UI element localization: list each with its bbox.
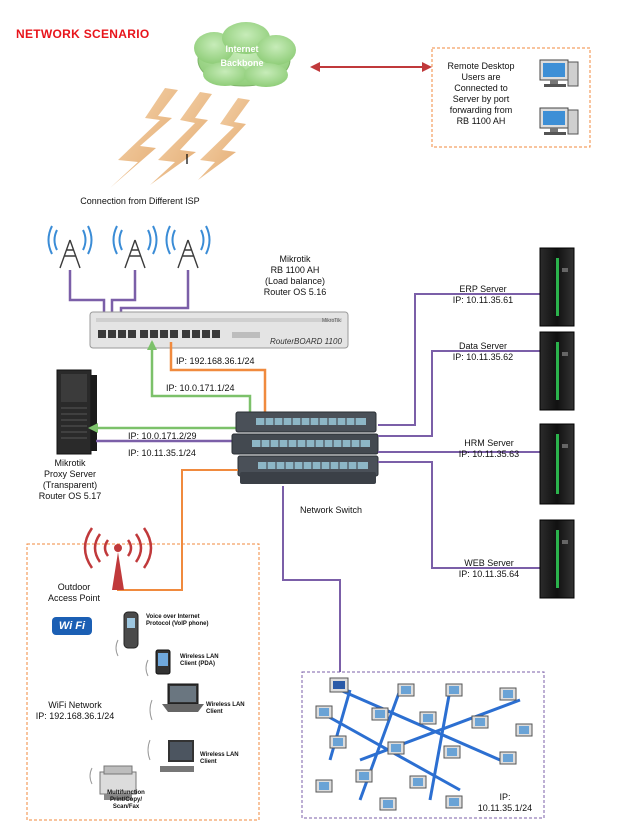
- lan-link: [282, 486, 341, 672]
- router-rb1100: [89, 311, 349, 349]
- remote-desktop-label: Remote Desktop Users are Connected to Se…: [436, 61, 526, 127]
- voip-line: Protocol (VoIP phone): [146, 621, 209, 627]
- router-label: Mikrotik RB 1100 AH (Load balance) Route…: [240, 254, 350, 298]
- proxy-line-1: Mikrotik: [54, 458, 86, 468]
- erp-server-icon: [539, 247, 575, 327]
- router-line-4: Router OS 5.16: [263, 287, 327, 297]
- isp-tower-icon: [47, 225, 93, 269]
- proxy-line-4: Router OS 5.17: [38, 491, 102, 501]
- router-lan-link: [169, 342, 267, 412]
- laptop-line: Client: [206, 709, 223, 715]
- proxy-label: Mikrotik Proxy Server (Transparent) Rout…: [20, 458, 120, 502]
- router-proxy-link: [150, 342, 252, 412]
- mfp-line: Print/Copy/: [109, 797, 142, 803]
- pda-label: Wireless LAN Client (PDA): [180, 654, 219, 668]
- desktop-line: Wireless LAN: [200, 752, 239, 758]
- web-server-label: WEB Server IP: 10.11.35.64: [446, 558, 532, 580]
- data-server-icon: [539, 331, 575, 411]
- proxy-server-icon: [56, 369, 97, 455]
- pda-line: Client (PDA): [180, 661, 215, 667]
- router-link-ip: IP: 10.0.171.1/24: [166, 383, 235, 393]
- lan-line-2: 10.11.35.1/24: [477, 803, 533, 813]
- server-ip: IP: 10.11.35.64: [458, 569, 520, 579]
- router-line-2: RB 1100 AH: [270, 265, 320, 275]
- lan-line-1: IP:: [499, 792, 511, 802]
- voip-phone-icon: [115, 611, 139, 657]
- ap-line-1: Outdoor: [57, 582, 91, 592]
- desktop-client-label: Wireless LAN Client: [200, 752, 239, 766]
- multifunction-printer-icon: [89, 765, 137, 800]
- diagram-title: NETWORK SCENARIO: [16, 27, 150, 41]
- laptop-label: Wireless LAN Client: [206, 702, 245, 716]
- remote-monitor-icon: [539, 107, 579, 135]
- voip-label: Voice over Internet Protocol (VoIP phone…: [146, 614, 208, 628]
- laptop-icon: [149, 683, 204, 721]
- server-name: HRM Server: [464, 438, 514, 448]
- mfp-line: Multifunction: [107, 790, 145, 796]
- internet-backbone-label: Internet Backbone: [206, 42, 278, 70]
- wifi-net-line-2: IP: 192.168.36.1/24: [35, 711, 115, 721]
- router-line-3: (Load balance): [264, 276, 326, 286]
- network-switch-icon: [231, 411, 379, 484]
- router-lan-ip: IP: 192.168.36.1/24: [176, 356, 255, 366]
- hrm-server-icon: [539, 423, 575, 505]
- mfp-label: Multifunction Print/Copy/ Scan/Fax: [96, 790, 156, 811]
- remote-desktop-box: [431, 47, 591, 148]
- isp-lightning-bolts: [110, 88, 250, 188]
- erp-server-label: ERP Server IP: 10.11.35.61: [440, 284, 526, 306]
- proxy-line-2: Proxy Server: [43, 469, 96, 479]
- desktop-line: Client: [200, 759, 217, 765]
- lan-ip-label: IP: 10.11.35.1/24: [470, 792, 540, 814]
- server-ip: IP: 10.11.35.62: [452, 352, 514, 362]
- internet-remote-link: [310, 62, 432, 72]
- lan-network-box: [301, 671, 545, 819]
- isp-tower-icon: [165, 225, 211, 269]
- server-name: Data Server: [458, 341, 508, 351]
- access-point-icon: [83, 527, 153, 590]
- ap-link: [117, 469, 238, 591]
- lan-pc-icons: [315, 677, 533, 811]
- router-tiny-brand: MikroTik: [322, 318, 341, 324]
- remote-line: Server by port: [452, 94, 510, 104]
- mfp-line: Scan/Fax: [112, 804, 140, 810]
- isp-tower-icon: [112, 225, 158, 269]
- proxy-ip-a: IP: 10.0.171.2/29: [128, 431, 197, 441]
- wifi-net-line-1: WiFi Network: [48, 700, 102, 710]
- cloud-line-2: Backbone: [220, 58, 264, 68]
- server-ip: IP: 10.11.35.61: [452, 295, 514, 305]
- web-server-icon: [539, 519, 575, 599]
- server-name: ERP Server: [459, 284, 507, 294]
- remote-line: forwarding from: [449, 105, 513, 115]
- switch-label: Network Switch: [300, 505, 363, 515]
- server-ip: IP: 10.11.35.63: [458, 449, 520, 459]
- pda-line: Wireless LAN: [180, 654, 219, 660]
- remote-line: Connected to: [454, 83, 508, 93]
- voip-line: Voice over Internet: [146, 614, 200, 620]
- remote-line: RB 1100 AH: [456, 116, 506, 126]
- server-links: [378, 293, 540, 569]
- ap-line-2: Access Point: [47, 593, 101, 603]
- router-brand: RouterBOARD 1100: [270, 337, 342, 346]
- laptop-line: Wireless LAN: [206, 702, 245, 708]
- cloud-line-1: Internet: [225, 44, 259, 54]
- hrm-server-label: HRM Server IP: 10.11.35.63: [446, 438, 532, 460]
- router-line-1: Mikrotik: [279, 254, 311, 264]
- proxy-links: [88, 423, 236, 443]
- desktop-client-icon: [147, 739, 194, 772]
- proxy-ip-b: IP: 10.11.35.1/24: [128, 448, 196, 458]
- remote-monitor-icon: [539, 59, 579, 87]
- proxy-line-3: (Transparent): [42, 480, 98, 490]
- remote-line: Remote Desktop: [447, 61, 515, 71]
- wifi-logo: Wi Fi: [52, 617, 92, 635]
- access-point-label: Outdoor Access Point: [34, 582, 114, 604]
- data-server-label: Data Server IP: 10.11.35.62: [440, 341, 526, 363]
- pda-icon: [145, 649, 171, 677]
- wifi-network-label: WiFi Network IP: 192.168.36.1/24: [30, 700, 120, 722]
- internet-cloud: [194, 22, 296, 87]
- wifi-network-box: [26, 543, 260, 821]
- server-name: WEB Server: [464, 558, 514, 568]
- remote-line: Users are: [461, 72, 501, 82]
- isp-caption: Connection from Different ISP: [80, 196, 200, 206]
